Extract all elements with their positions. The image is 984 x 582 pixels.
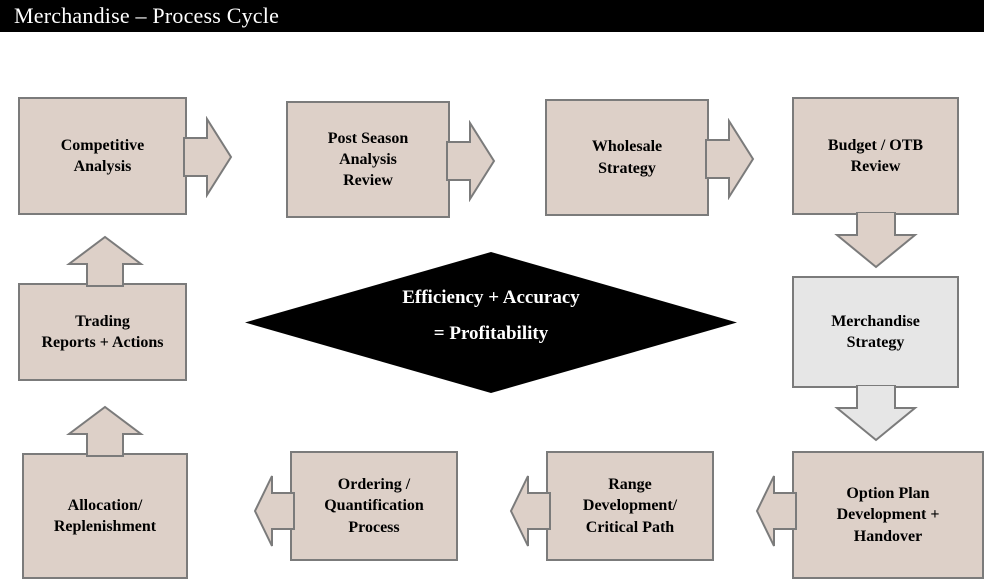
center-diamond[interactable] [245, 252, 737, 393]
node-ordering-quantification-process[interactable]: Ordering / Quantification Process [290, 451, 458, 561]
title-bar: Merchandise – Process Cycle [0, 0, 984, 32]
node-label: Competitive Analysis [60, 136, 145, 175]
arrow-competitive-to-post-season [183, 116, 233, 198]
arrow-budget-to-merchandise-strategy [834, 212, 918, 270]
node-merchandise-strategy[interactable]: Merchandise Strategy [792, 276, 959, 388]
node-competitive-analysis[interactable]: Competitive Analysis [18, 97, 187, 215]
node-option-plan-development-handover[interactable]: Option Plan Development + Handover [792, 451, 984, 579]
arrow-trading-reports-to-competitive [66, 234, 144, 288]
arrow-allocation-to-trading-reports [66, 404, 144, 458]
node-label: Ordering / Quantification Process [324, 476, 424, 536]
node-label: Range Development/ Critical Path [582, 476, 678, 536]
node-range-development-critical-path[interactable]: Range Development/ Critical Path [546, 451, 714, 561]
node-label: Trading Reports + Actions [41, 312, 164, 351]
arrow-post-season-to-wholesale [446, 120, 496, 202]
node-label: Option Plan Development + Handover [836, 485, 940, 545]
arrow-merchandise-strategy-to-option-plan [834, 385, 918, 443]
node-label: Wholesale Strategy [591, 138, 663, 177]
node-label: Post Season Analysis Review [327, 129, 409, 190]
node-label: Merchandise Strategy [831, 312, 920, 351]
page-title: Merchandise – Process Cycle [14, 3, 280, 28]
node-post-season-analysis-review[interactable]: Post Season Analysis Review [286, 101, 450, 218]
node-trading-reports-actions[interactable]: Trading Reports + Actions [18, 283, 187, 381]
node-label: Allocation/ Replenishment [53, 496, 157, 535]
node-budget-otb-review[interactable]: Budget / OTB Review [792, 97, 959, 215]
arrow-wholesale-to-budget [705, 118, 755, 200]
node-allocation-replenishment[interactable]: Allocation/ Replenishment [22, 453, 188, 579]
node-wholesale-strategy[interactable]: Wholesale Strategy [545, 99, 709, 216]
node-label: Budget / OTB Review [827, 136, 924, 175]
